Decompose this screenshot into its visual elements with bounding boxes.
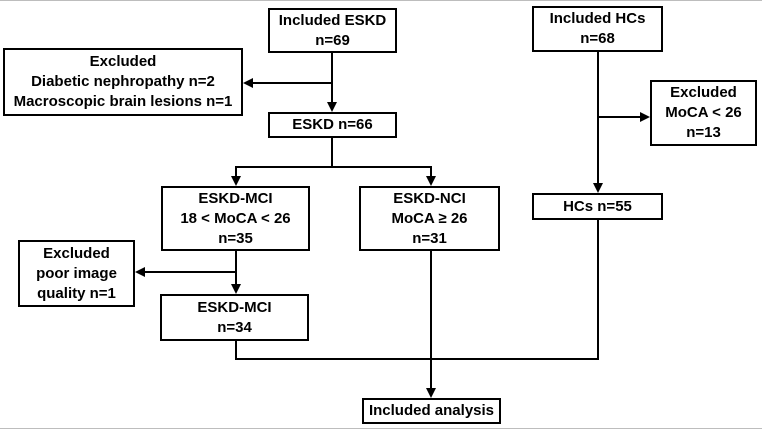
arrowhead-eskd-nci (426, 176, 436, 186)
node-eskd-mci-final: ESKD-MCI n=34 (160, 294, 309, 341)
node-label: Excluded (670, 84, 737, 101)
node-label: HCs n=55 (563, 197, 632, 215)
node-label: MoCA ≥ 26 (391, 209, 468, 227)
node-label: MoCA < 26 (665, 104, 742, 121)
node-label: ESKD-MCI (198, 189, 273, 207)
node-eskd-nci: ESKD-NCI MoCA ≥ 26 n=31 (359, 186, 500, 251)
node-label: n=69 (315, 31, 350, 49)
arrowhead-included-analysis (426, 388, 436, 398)
node-label: 18 < MoCA < 26 (180, 209, 291, 227)
node-label: Diabetic nephropathy n=2 (31, 73, 215, 90)
node-label: n=13 (686, 124, 721, 141)
node-included-analysis: Included analysis (362, 398, 501, 424)
node-label: Excluded (43, 244, 110, 262)
arrowhead-excluded-quality (135, 267, 145, 277)
node-excluded-poor-image-quality: Excluded poor image quality n=1 (18, 240, 135, 307)
arrowhead-eskd66 (327, 102, 337, 112)
node-eskd-mci-screening: ESKD-MCI 18 < MoCA < 26 n=35 (161, 186, 310, 251)
edge-mci34-merge (235, 341, 431, 360)
node-label: ESKD-NCI (393, 189, 466, 207)
node-label: Included ESKD (278, 11, 387, 29)
edge-hcs55-merge (431, 220, 599, 360)
node-label: Included analysis (368, 402, 495, 419)
node-label: poor image (36, 264, 117, 282)
node-label: n=31 (412, 229, 447, 247)
node-excluded-moca: Excluded MoCA < 26 n=13 (650, 80, 757, 146)
arrowhead-eskd-mci-final (231, 284, 241, 294)
node-included-hcs: Included HCs n=68 (532, 6, 663, 52)
arrowhead-excluded-moca (640, 112, 650, 122)
figure-top-edge (0, 0, 762, 1)
edge-split-mci-nci (235, 166, 432, 177)
node-eskd-66: ESKD n=66 (268, 112, 397, 138)
arrowhead-excluded-eskd (243, 78, 253, 88)
node-label: ESKD-MCI (197, 298, 272, 316)
arrowhead-hcs55 (593, 183, 603, 193)
node-label: Macroscopic brain lesions n=1 (13, 93, 233, 110)
node-label: ESKD n=66 (292, 116, 373, 133)
node-label: Excluded (89, 53, 157, 70)
node-label: n=68 (580, 30, 615, 47)
node-label: quality n=1 (37, 284, 116, 302)
node-label: n=34 (217, 318, 252, 336)
arrowhead-eskd-mci-screen (231, 176, 241, 186)
node-excluded-eskd: Excluded Diabetic nephropathy n=2 Macros… (3, 48, 243, 116)
node-hcs-55: HCs n=55 (532, 193, 663, 220)
node-included-eskd: Included ESKD n=69 (268, 8, 397, 53)
node-label: n=35 (218, 229, 253, 247)
node-label: Included HCs (549, 10, 646, 27)
